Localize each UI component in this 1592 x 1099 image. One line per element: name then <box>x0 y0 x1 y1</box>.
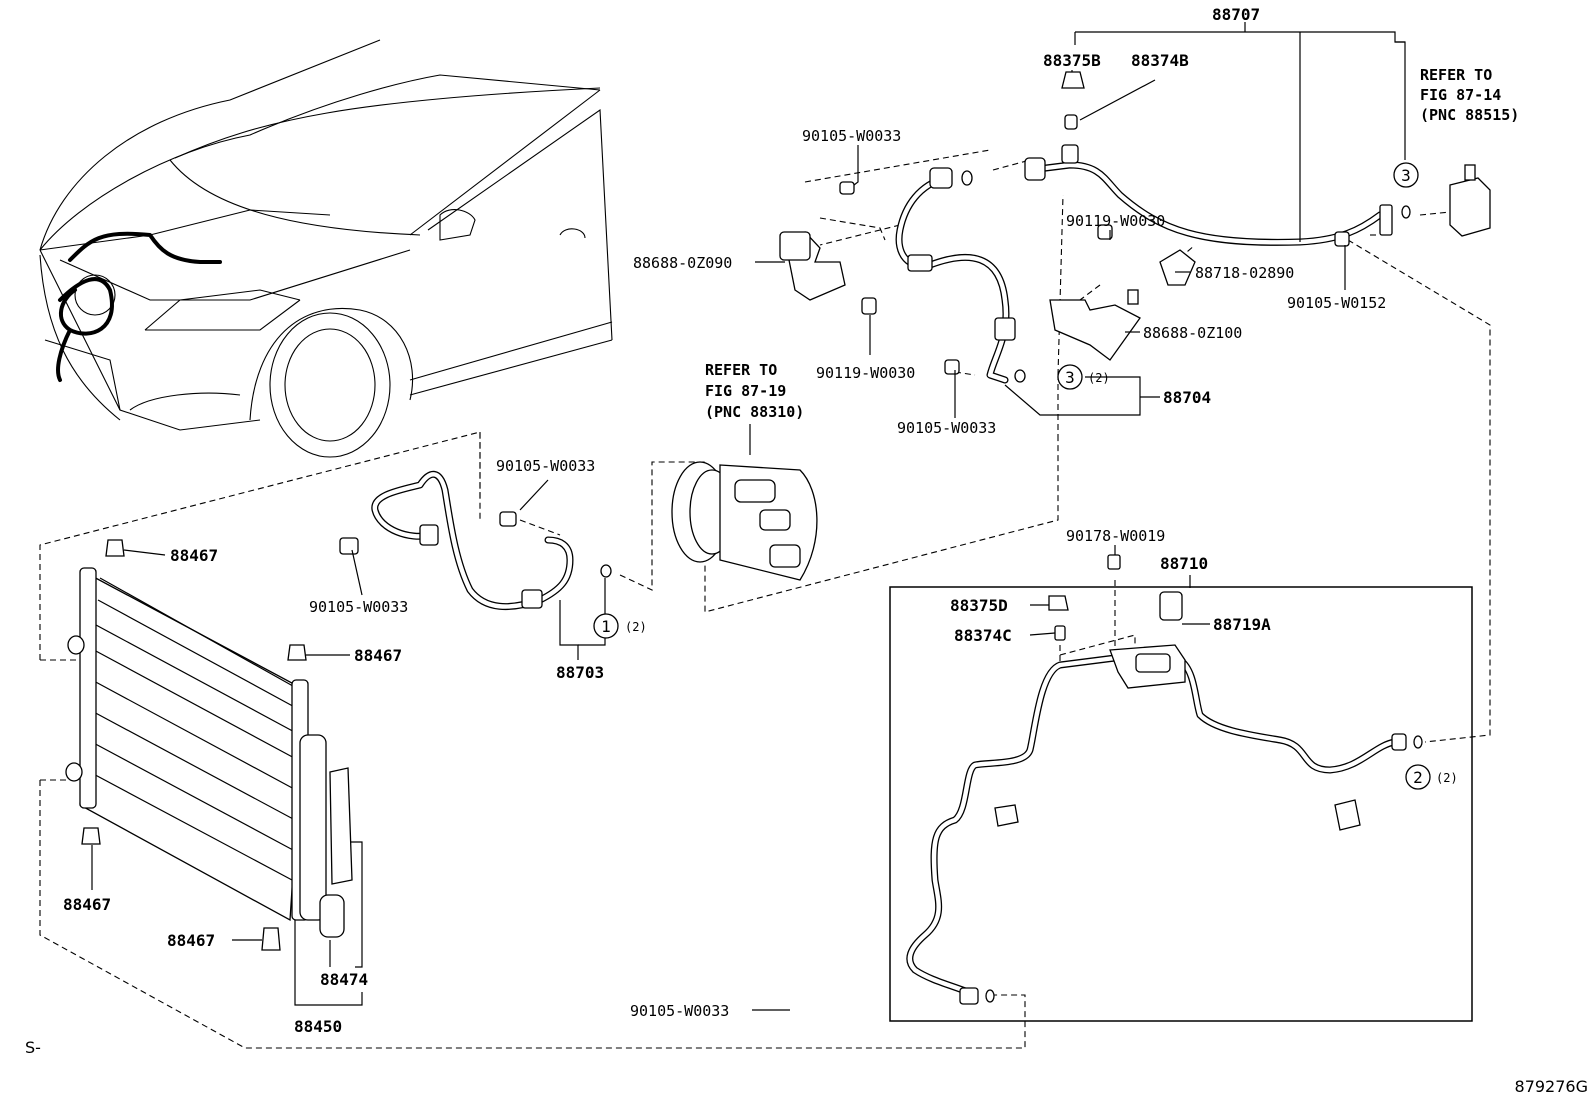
svg-text:1: 1 <box>601 617 611 636</box>
leader-lines <box>91 22 1406 1011</box>
callout-circle-3-top: 3 <box>1393 162 1419 188</box>
label-90105-W0152: 90105-W0152 <box>1287 294 1386 312</box>
svg-text:(2): (2) <box>1436 771 1458 785</box>
label-90119-W0030-a: 90119-W0030 <box>1066 212 1165 230</box>
label-88467-d: 88467 <box>167 931 215 950</box>
svg-text:3: 3 <box>1401 166 1411 185</box>
part-labels: 88707 88375B 88374B 90105-W0033 88688-0Z… <box>63 5 1386 1036</box>
label-90105-W0033-c: 90105-W0033 <box>496 457 595 475</box>
label-88688-0Z090: 88688-0Z090 <box>633 254 732 272</box>
label-88450: 88450 <box>294 1017 342 1036</box>
label-88474: 88474 <box>320 970 368 989</box>
label-88375B: 88375B <box>1043 51 1101 70</box>
vehicle-outline <box>39 39 613 458</box>
reference-fig-87-14: REFER TO FIG 87-14 (PNC 88515) <box>1420 66 1519 124</box>
label-90178-W0019: 90178-W0019 <box>1066 527 1165 545</box>
group-box-88710 <box>889 554 1473 1022</box>
figure-id: 879276G <box>1515 1077 1588 1096</box>
svg-text:(PNC 88515): (PNC 88515) <box>1420 106 1519 124</box>
label-88719A: 88719A <box>1213 615 1271 634</box>
svg-text:3: 3 <box>1065 368 1075 387</box>
reference-fig-87-19: REFER TO FIG 87-19 (PNC 88310) <box>705 361 804 421</box>
compressor <box>671 461 818 581</box>
label-88467-c: 88467 <box>63 895 111 914</box>
label-88718-02890: 88718-02890 <box>1195 264 1294 282</box>
svg-text:REFER TO: REFER TO <box>705 361 777 379</box>
label-88467-b: 88467 <box>354 646 402 665</box>
svg-text:FIG 87-14: FIG 87-14 <box>1420 86 1501 104</box>
svg-text:(2): (2) <box>625 620 647 634</box>
label-90105-W0033-e: 90105-W0033 <box>630 1002 729 1020</box>
svg-text:REFER TO: REFER TO <box>1420 66 1492 84</box>
label-88374B: 88374B <box>1131 51 1189 70</box>
condenser <box>65 567 353 922</box>
label-88704: 88704 <box>1163 388 1211 407</box>
svg-text:(PNC 88310): (PNC 88310) <box>705 403 804 421</box>
label-88374C: 88374C <box>954 626 1012 645</box>
corner-mark: S- <box>25 1038 41 1057</box>
callout-circle-3: 3 (2) <box>1057 364 1110 390</box>
condenser-caps <box>81 539 345 951</box>
clamp-88718-02890 <box>1159 249 1196 286</box>
upper-fasteners <box>839 71 1350 375</box>
label-88703: 88703 <box>556 663 604 682</box>
label-88707: 88707 <box>1212 5 1260 24</box>
label-90105-W0033-b: 90105-W0033 <box>897 419 996 437</box>
pipe-88704 <box>895 167 1026 384</box>
pipe-88703 <box>339 470 612 611</box>
bracket-88688-0z090 <box>779 231 846 301</box>
label-88375D: 88375D <box>950 596 1008 615</box>
label-90105-W0033-a: 90105-W0033 <box>802 127 901 145</box>
callout-circle-2: 2 (2) <box>1405 764 1458 790</box>
dashed-leaders <box>39 149 1491 1049</box>
callout-circle-1: 1 (2) <box>593 613 647 639</box>
label-88710: 88710 <box>1160 554 1208 573</box>
label-90105-W0033-d: 90105-W0033 <box>309 598 408 616</box>
svg-text:(2): (2) <box>1088 371 1110 385</box>
label-90119-W0030-b: 90119-W0030 <box>816 364 915 382</box>
label-88467-a: 88467 <box>170 546 218 565</box>
svg-text:2: 2 <box>1413 768 1423 787</box>
svg-text:FIG 87-19: FIG 87-19 <box>705 382 786 400</box>
bracket-88688-0z100 <box>1049 289 1141 361</box>
expansion-valve <box>1449 164 1491 237</box>
label-88688-0Z100: 88688-0Z100 <box>1143 324 1242 342</box>
